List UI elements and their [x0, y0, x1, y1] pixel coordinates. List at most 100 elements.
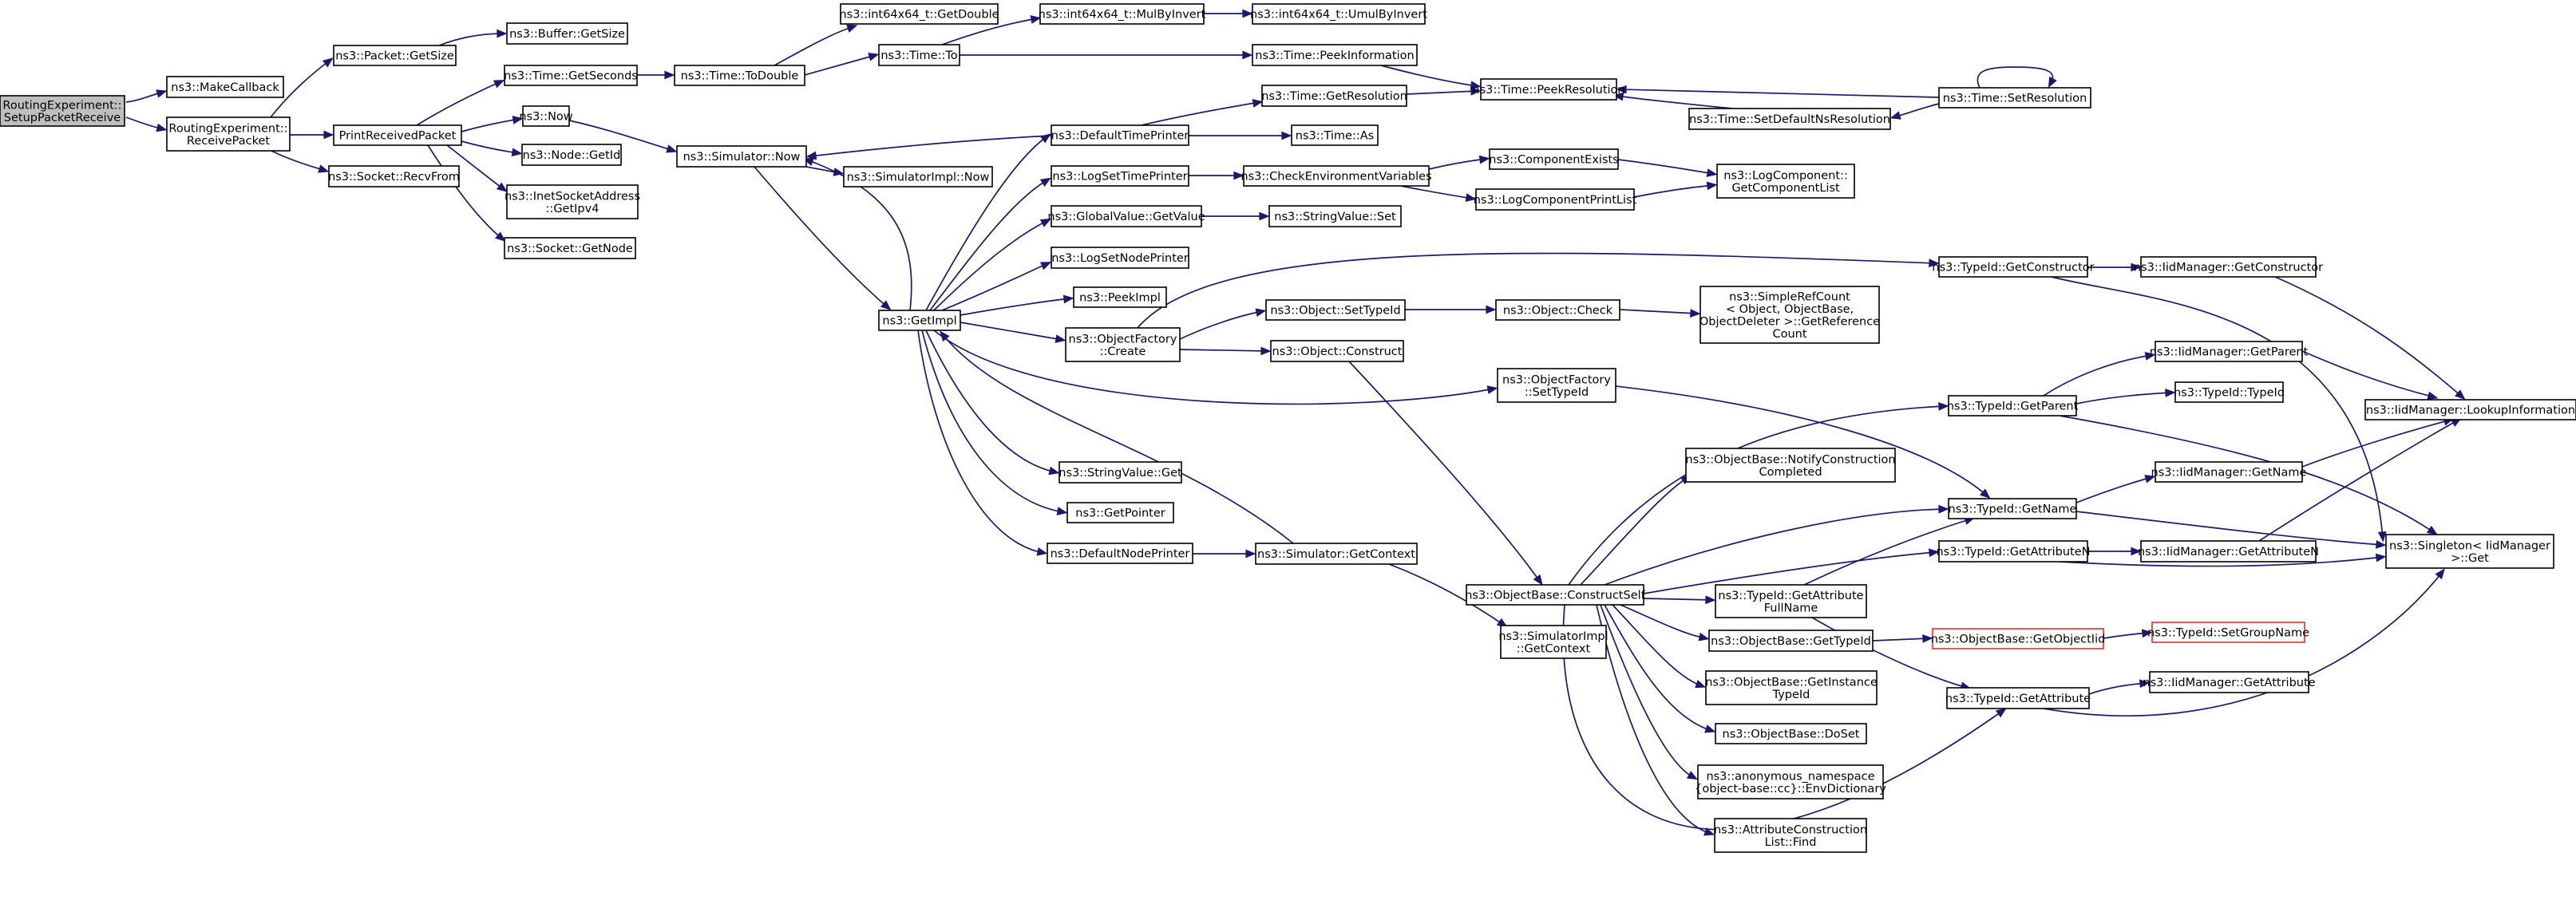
node-box [2364, 399, 2576, 420]
node-printrecv[interactable]: PrintReceivedPacket [333, 124, 462, 146]
node-label: ns3::Buffer::GetSize [509, 28, 625, 41]
arrowhead [1242, 9, 1253, 18]
arrowhead [940, 330, 950, 342]
node-simgetctx[interactable]: ns3::Simulator::GetContext [1255, 543, 1418, 565]
edge-simnow-to-implnow [805, 166, 845, 176]
node-globalgetvalue[interactable]: ns3::GlobalValue::GetValue [1047, 205, 1205, 227]
node-iidgetattr[interactable]: ns3::IidManager::GetAttribute [2143, 671, 2316, 693]
arrowhead [1922, 634, 1933, 643]
node-sockgetnode[interactable]: ns3::Socket::GetNode [504, 237, 636, 259]
node-inetipv4[interactable]: ns3::InetSocketAddress::GetIpv4 [505, 184, 640, 219]
node-simplerefcount[interactable]: ns3::SimpleRefCount< Object, ObjectBase,… [1700, 286, 1880, 344]
node-logcompprint[interactable]: ns3::LogComponentPrintList [1474, 188, 1637, 211]
arrowhead [1705, 595, 1716, 605]
edge-root-to-makecb [125, 89, 168, 103]
node-box [1051, 165, 1189, 187]
node-box [1255, 543, 1418, 565]
node-setdefres[interactable]: ns3::Time::SetDefaultNsResolution [1688, 108, 1891, 130]
node-objbasegettypeid[interactable]: ns3::ObjectBase::GetTypeId [1708, 630, 1874, 652]
node-timeas[interactable]: ns3::Time::As [1291, 124, 1379, 146]
node-recvpkt[interactable]: RoutingExperiment::ReceivePacket [166, 116, 291, 152]
node-typeidgetattrn[interactable]: ns3::TypeId::GetAttributeN [1936, 540, 2091, 563]
node-nodegetid[interactable]: ns3::Node::GetId [521, 144, 622, 166]
node-logcomplist[interactable]: ns3::LogComponent::GetComponentList [1716, 164, 1855, 199]
node-objfactcreate[interactable]: ns3::ObjectFactory::Create [1065, 327, 1181, 362]
node-iidgetname[interactable]: ns3::IidManager::GetName [2151, 461, 2307, 483]
node-getseconds[interactable]: ns3::Time::GetSeconds [504, 65, 638, 86]
node-objsettypeid[interactable]: ns3::Object::SetTypeId [1265, 299, 1406, 321]
node-peekres[interactable]: ns3::Time::PeekResolution [1472, 78, 1625, 101]
arrowhead [1706, 181, 1718, 191]
node-pktsize[interactable]: ns3::Packet::GetSize [333, 45, 457, 66]
node-compexists[interactable]: ns3::ComponentExists [1489, 148, 1619, 170]
node-implnow[interactable]: ns3::SimulatorImpl::Now [843, 166, 993, 188]
arrowhead [156, 123, 168, 132]
arrowhead [1465, 193, 1477, 202]
node-iidgetattrn[interactable]: ns3::IidManager::GetAttributeN [2138, 540, 2319, 563]
node-recvfrom[interactable]: ns3::Socket::RecvFrom [328, 165, 460, 188]
node-setgroupname[interactable]: ns3::TypeId::SetGroupName [2147, 622, 2309, 643]
node-logsetnodeprinter[interactable]: ns3::LogSetNodePrinter [1051, 247, 1189, 269]
arrowhead [846, 24, 858, 33]
call-nodes: RoutingExperiment::SetupPacketReceivens3… [0, 3, 2576, 853]
node-deftimeprinter[interactable]: ns3::DefaultTimePrinter [1051, 124, 1189, 146]
node-peekimpl[interactable]: ns3::PeekImpl [1073, 286, 1167, 308]
arrowhead [2144, 475, 2156, 484]
node-iidlookup[interactable]: ns3::IidManager::LookupInformation [2364, 399, 2576, 420]
node-envdict[interactable]: ns3::anonymous_namespace{object-base::cc… [1695, 764, 1886, 799]
node-box [1948, 395, 2077, 416]
node-objconstruct[interactable]: ns3::Object::Construct [1270, 340, 1404, 362]
node-setres[interactable]: ns3::Time::SetResolution [1938, 87, 2091, 109]
node-objcheck[interactable]: ns3::Object::Check [1495, 299, 1620, 321]
node-label: ::GetIpv4 [546, 203, 599, 215]
node-strvalset[interactable]: ns3::StringValue::Set [1268, 205, 1402, 227]
node-peekinfo[interactable]: ns3::Time::PeekInformation [1252, 44, 1418, 66]
node-umulbyinvert[interactable]: ns3::int64x64_t::UmulByInvert [1250, 3, 1427, 25]
node-box [1497, 368, 1616, 403]
node-label: ns3::LogSetTimePrinter [1052, 171, 1187, 184]
node-label: ns3::int64x64_t::GetDouble [839, 9, 999, 22]
arrowhead [1928, 548, 1940, 558]
node-defnodeprinter[interactable]: ns3::DefaultNodePrinter [1047, 543, 1193, 564]
arrowhead [1686, 771, 1699, 780]
node-getobjectiid[interactable]: ns3::ObjectBase::GetObjectIid [1931, 628, 2106, 649]
node-typeidgetname[interactable]: ns3::TypeId::GetName [1948, 498, 2077, 519]
edge-constructself-to-objbasegettypeid [1620, 604, 1710, 641]
node-typeidgetparent[interactable]: ns3::TypeId::GetParent [1947, 395, 2079, 416]
node-notifyctor[interactable]: ns3::ObjectBase::NotifyConstructionCompl… [1685, 448, 1896, 483]
node-getimpl[interactable]: ns3::GetImpl [878, 310, 961, 331]
node-makecb[interactable]: ns3::MakeCallback [166, 76, 284, 98]
edge-typeidgetctor-to-singletonget [2051, 276, 2387, 543]
node-label: ::GetContext [1517, 642, 1591, 655]
node-box [166, 76, 284, 98]
node-iidgetctor[interactable]: ns3::IidManager::GetConstructor [2134, 256, 2323, 278]
node-implgetctx[interactable]: ns3::SimulatorImpl::GetContext [1498, 625, 1609, 659]
node-getres[interactable]: ns3::Time::GetResolution [1261, 85, 1407, 107]
node-box [522, 105, 570, 127]
node-mulbyinvert[interactable]: ns3::int64x64_t::MulByInvert [1039, 3, 1206, 25]
node-doset[interactable]: ns3::ObjectBase::DoSet [1715, 723, 1867, 744]
node-constructself[interactable]: ns3::ObjectBase::ConstructSelf [1465, 584, 1646, 606]
node-logsettimeprinter[interactable]: ns3::LogSetTimePrinter [1051, 165, 1189, 187]
node-getpointer[interactable]: ns3::GetPointer [1066, 502, 1174, 523]
node-singletonget[interactable]: ns3::Singleton< IidManager>::Get [2385, 534, 2554, 569]
node-timeto[interactable]: ns3::Time::To [878, 44, 960, 66]
node-todouble[interactable]: ns3::Time::ToDouble [674, 65, 805, 86]
node-objfactsettypeid[interactable]: ns3::ObjectFactory::SetTypeId [1497, 368, 1616, 403]
node-bufsize[interactable]: ns3::Buffer::GetSize [506, 22, 628, 45]
node-checkenv[interactable]: ns3::CheckEnvironmentVariables [1241, 165, 1432, 187]
node-label: ns3::Socket::RecvFrom [328, 171, 460, 184]
node-box [166, 116, 291, 152]
node-simnow[interactable]: ns3::Simulator::Now [676, 145, 807, 168]
node-i64getdouble[interactable]: ns3::int64x64_t::GetDouble [839, 3, 999, 25]
node-iidgetparent[interactable]: ns3::IidManager::GetParent [2150, 341, 2309, 362]
node-typeidgetattr[interactable]: ns3::TypeId::GetAttribute [1945, 687, 2091, 709]
node-typeidgetctor[interactable]: ns3::TypeId::GetConstructor [1932, 256, 2095, 278]
node-typeidtypeid[interactable]: ns3::TypeId::TypeId [2174, 381, 2285, 403]
node-root[interactable]: RoutingExperiment::SetupPacketReceive [0, 95, 125, 127]
node-strvalget[interactable]: ns3::StringValue::Get [1058, 461, 1182, 484]
node-now[interactable]: ns3::Now [519, 105, 573, 127]
